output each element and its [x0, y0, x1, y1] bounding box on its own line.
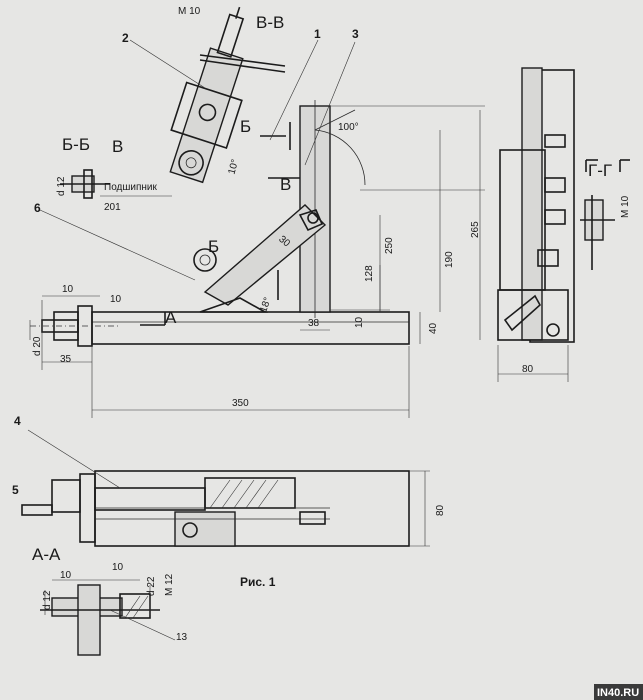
section-mark-b: Б: [240, 117, 251, 136]
part-number-5: 5: [12, 483, 19, 497]
section-bb-detail: [60, 169, 110, 199]
dim-10-right: 10: [354, 316, 365, 328]
plan-view: [21, 429, 430, 547]
dim-d22: d 22: [146, 576, 157, 596]
dim-80-plan: 80: [435, 504, 446, 516]
dim-d20: d 20: [32, 336, 43, 356]
section-label-vv: В-В: [256, 13, 284, 32]
dim-d12-bb: d 12: [56, 176, 67, 196]
section-label-bb: Б-Б: [62, 135, 90, 154]
roller-lower: [193, 248, 217, 272]
watermark-bg: [594, 684, 643, 700]
section-mark-v2: В: [280, 175, 291, 194]
dim-38: 38: [308, 318, 320, 329]
section-mark-a: А: [165, 308, 177, 327]
dim-angle-100: 100°: [338, 122, 359, 133]
dim-128: 128: [364, 265, 375, 282]
bearing-label: Подшипник: [104, 182, 157, 193]
dim-10-aa1: 10: [60, 570, 72, 581]
dim-10-b: 10: [110, 294, 122, 305]
part-number-3: 3: [352, 27, 359, 41]
watermark: IN40.RU: [597, 687, 639, 699]
dim-10-a: 10: [62, 284, 74, 295]
part-number-2: 2: [122, 31, 129, 45]
dim-d12-aa: d 12: [42, 590, 53, 610]
dim-40: 40: [428, 322, 439, 334]
part-number-6: 6: [34, 201, 41, 215]
plan-hatching: [209, 479, 279, 509]
dim-10-aa2: 10: [112, 562, 124, 573]
dim-m12: М 12: [164, 573, 175, 596]
part-number-1: 1: [314, 27, 321, 41]
dim-190: 190: [444, 251, 455, 268]
dim-350: 350: [232, 398, 249, 409]
dim-35: 35: [60, 354, 72, 365]
side-view: [497, 67, 630, 382]
dim-250: 250: [384, 237, 395, 254]
part-number-4: 4: [14, 414, 21, 428]
section-label-gg: Г-Г: [588, 161, 612, 180]
swing-arm: [203, 204, 327, 306]
part-number-13: 13: [176, 632, 188, 643]
section-mark-b2: Б: [208, 237, 219, 256]
section-label-aa: А-А: [32, 545, 61, 564]
dim-265: 265: [470, 221, 481, 238]
dim-angle-10: 10°: [227, 158, 242, 175]
front-dimensions: [29, 105, 485, 418]
tilted-head: [169, 6, 245, 184]
dim-201: 201: [104, 202, 121, 213]
figure-caption: Рис. 1: [240, 575, 276, 589]
section-mark-v: В: [112, 137, 123, 156]
dim-m10-side: М 10: [620, 195, 631, 218]
section-aa: [40, 579, 176, 656]
clamp-wedge: [199, 297, 269, 313]
front-view: [30, 6, 410, 347]
dim-m10-top: М 10: [178, 6, 201, 17]
dim-angle-18: 18°: [258, 296, 274, 314]
dim-80-side: 80: [522, 364, 534, 375]
